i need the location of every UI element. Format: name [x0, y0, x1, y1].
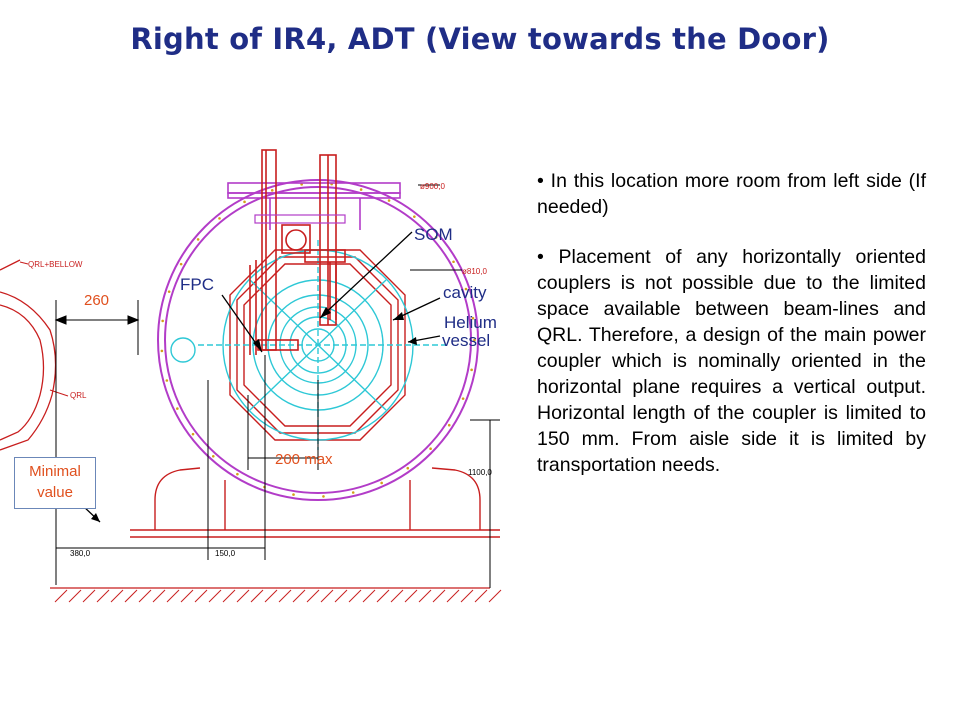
hatch-mark: [348, 589, 362, 603]
vessel-bolt-dot: [470, 368, 473, 372]
vessel-bolt-dot: [165, 379, 169, 382]
hatch-mark: [180, 589, 194, 603]
hatch-mark: [460, 589, 474, 603]
hatch-mark: [138, 589, 152, 603]
label-dim-260: 260: [84, 292, 110, 309]
hatch-mark: [110, 589, 124, 603]
hatch-mark: [334, 589, 348, 603]
vessel-bolt-dot: [179, 262, 183, 266]
hatch-mark: [404, 589, 418, 603]
hatch-mark: [292, 589, 306, 603]
hatch-mark: [306, 589, 320, 603]
bullet-item: • In this location more room from left s…: [537, 170, 926, 218]
hatch-mark: [68, 589, 82, 603]
hatch-mark: [320, 589, 334, 603]
hatch-mark: [376, 589, 390, 603]
vessel-bolt-dot: [359, 188, 363, 191]
hatch-mark: [96, 589, 110, 603]
hatch-mark: [152, 589, 166, 603]
hatch-mark: [236, 589, 250, 603]
dim-150-text: 150,0: [215, 549, 236, 558]
hatch-mark: [222, 589, 236, 603]
hatch-mark: [264, 589, 278, 603]
qrl-outline: [0, 259, 57, 451]
vessel-bolt-dot: [160, 349, 164, 353]
vessel-bolt-dot: [447, 423, 451, 427]
vessel-bolt-dot: [471, 316, 475, 320]
hatch-mark: [194, 589, 208, 603]
bullet-list: • In this location more room from left s…: [537, 168, 926, 502]
hatch-mark: [250, 589, 264, 603]
dim-1100-text: 1100,0: [468, 468, 492, 477]
qrl-bellow-text: QRL+BELLOW: [28, 260, 83, 269]
bullet-text: Placement of any horizontally oriented c…: [537, 246, 927, 476]
vessel-bolt-dot: [196, 238, 200, 241]
coupler-flange-magenta: [254, 214, 346, 224]
top-flange: [227, 182, 401, 230]
dim-380-text: 380,0: [70, 549, 91, 558]
dimension-lines: [54, 184, 500, 588]
bullet-text: In this location more room from left sid…: [537, 170, 926, 218]
vessel-bolt-dot: [161, 319, 164, 323]
cryostat-cross-section-drawing: QRL+BELLOW QRL: [0, 149, 502, 603]
vessel-bolt-dot: [461, 397, 465, 400]
hatch-mark: [390, 589, 404, 603]
hatch-mark: [166, 589, 180, 603]
label-fpc: FPC: [180, 275, 214, 294]
minimal-value-box: Minimal value: [14, 457, 96, 509]
hatch-mark: [208, 589, 222, 603]
label-vessel: vessel: [442, 331, 491, 350]
vessel-bolt-dot: [292, 493, 295, 496]
vessel-bolt-dot: [218, 217, 221, 220]
hatch-mark: [82, 589, 96, 603]
label-dim-200max: 200 max: [275, 451, 333, 468]
cavity: [170, 240, 450, 450]
vessel-bolt-dot: [413, 215, 416, 218]
hatch-mark: [432, 589, 446, 603]
vessel-bolt-dot: [167, 290, 171, 293]
hatch-mark: [488, 589, 502, 603]
label-som: SOM: [414, 225, 453, 244]
support-frame: [130, 467, 500, 538]
vessel-bolt-dot: [322, 495, 325, 498]
hatch-mark: [446, 589, 460, 603]
vessel-bolt-dot: [429, 447, 432, 451]
hatch-mark: [418, 589, 432, 603]
slide-title: Right of IR4, ADT (View towards the Door…: [130, 22, 830, 56]
coupler-pipes: [249, 149, 346, 355]
vessel-bolt-dot: [473, 338, 476, 342]
vessel-bolt-dot: [243, 200, 246, 204]
minimal-value-text: Minimal value: [29, 463, 81, 501]
vessel-bolt-dot: [191, 432, 195, 436]
vessel-bolt-dot: [452, 260, 455, 264]
hatch-mark: [54, 589, 68, 603]
vacuum-vessel: [157, 179, 479, 501]
dim-810-text: ø810,0: [462, 267, 487, 276]
vessel-bolt-dot: [434, 236, 438, 239]
hatch-mark: [278, 589, 292, 603]
vessel-bolt-dot: [236, 472, 239, 476]
vessel-bolt-dot: [211, 455, 215, 458]
callout-arrowheads: [91, 307, 417, 522]
qrl-text: QRL: [70, 391, 87, 400]
hatch-mark: [474, 589, 488, 603]
vessel-bolt-dot: [380, 481, 383, 485]
vessel-bolt-dot: [406, 466, 410, 470]
label-cavity: cavity: [443, 283, 487, 302]
label-helium: Helium: [444, 313, 497, 332]
vessel-bolt-dot: [176, 407, 179, 410]
hatch-mark: [362, 589, 376, 603]
vessel-bolt-dot: [387, 199, 391, 202]
hatch-mark: [124, 589, 138, 603]
dim-900-text: ø900,0: [420, 182, 445, 191]
vessel-bolt-dot: [351, 491, 355, 494]
vessel-bolt-dot: [464, 287, 468, 291]
vessel-bolt-dot: [270, 189, 274, 192]
bullet-item: • Placement of any horizontally oriented…: [537, 246, 927, 476]
